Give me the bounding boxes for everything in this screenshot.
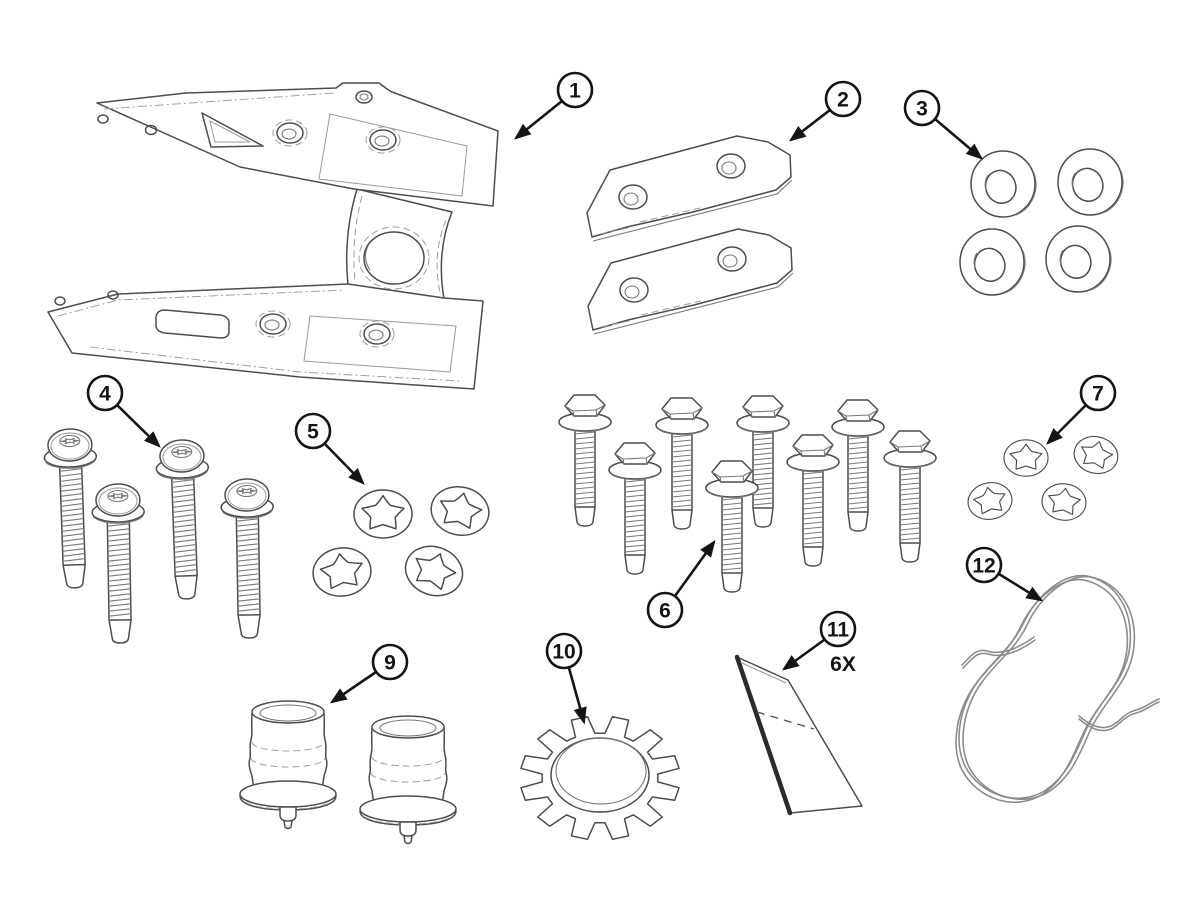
callout-2-arrow: [788, 108, 831, 142]
callout-6: 6: [646, 539, 716, 629]
callout-3-arrow: [934, 118, 983, 160]
callout-7: 7: [1046, 374, 1117, 445]
part-12-wire-loop: [955, 574, 1160, 803]
callout-5-arrow: [324, 443, 365, 485]
callout-4-bubble: [86, 374, 124, 412]
callout-3-number: 3: [916, 98, 928, 121]
callout-3: 3: [903, 89, 983, 160]
callout-1-bubble: [556, 71, 594, 109]
callout-6-number: 6: [659, 600, 671, 623]
part-1-mounting-bracket-plate: [47, 82, 499, 390]
callout-11-bubble: [819, 610, 857, 648]
callout-11-arrow: [781, 638, 825, 671]
callout-4: 4: [86, 374, 161, 448]
part-2-support-plates: [586, 135, 794, 335]
callout-12-number: 12: [972, 555, 995, 578]
quantity-label-6x: 6X: [830, 653, 856, 676]
callout-5-number: 5: [307, 421, 319, 444]
callout-4-arrow: [116, 404, 161, 448]
callout-7-arrow: [1046, 404, 1087, 445]
callout-6-bubble: [646, 591, 684, 629]
callout-11: 11 6X: [781, 610, 857, 676]
callout-5-bubble: [294, 412, 332, 450]
callout-1: 1: [514, 71, 594, 140]
callout-12-arrow: [998, 572, 1044, 602]
callout-7-bubble: [1079, 374, 1117, 412]
callout-4-number: 4: [99, 383, 111, 406]
callout-12-bubble: [965, 546, 1003, 584]
callout-2-bubble: [824, 80, 862, 118]
callout-9-arrow: [329, 670, 377, 704]
callout-11-number: 11: [827, 619, 850, 642]
callout-1-number: 1: [569, 80, 581, 103]
callout-5: 5: [294, 412, 365, 485]
callout-9-bubble: [371, 643, 409, 681]
callout-10: 10: [545, 632, 587, 725]
callout-12: 12: [965, 546, 1044, 602]
part-10-external-tooth-lock-washer: [520, 715, 680, 841]
callout-9: 9: [329, 643, 409, 704]
callout-6-arrow: [673, 539, 716, 597]
callout-10-arrow: [567, 667, 587, 725]
callout-7-number: 7: [1092, 383, 1104, 406]
callout-2: 2: [788, 80, 862, 142]
callout-3-bubble: [903, 89, 941, 127]
callout-10-number: 10: [552, 641, 575, 664]
callout-2-number: 2: [837, 89, 849, 112]
callout-10-bubble: [545, 632, 583, 670]
part-11-adhesive-strip: [734, 654, 863, 816]
callout-1-arrow: [514, 99, 563, 140]
callout-9-number: 9: [384, 652, 396, 675]
